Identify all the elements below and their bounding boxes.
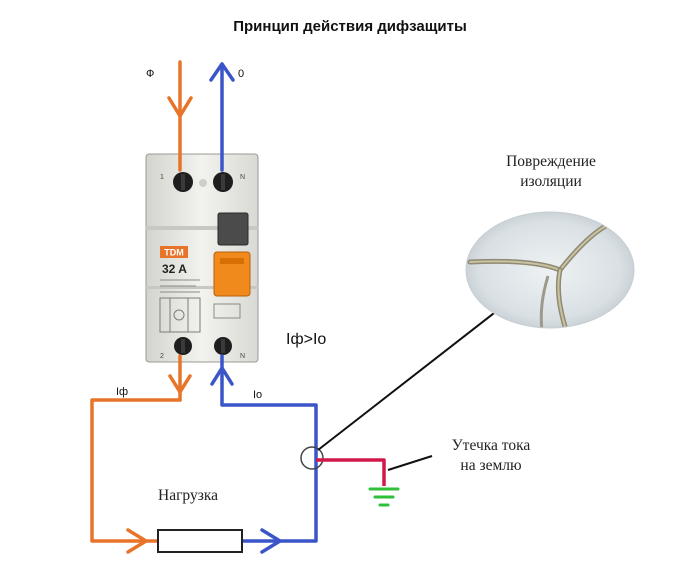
neutral-arrow-top xyxy=(209,62,235,82)
current-comparison-label: Iф>Io xyxy=(286,331,327,348)
phase-input-label: Ф xyxy=(146,68,155,80)
neutral-arrow-load xyxy=(260,528,282,554)
test-button xyxy=(217,212,249,246)
rcd-body xyxy=(145,153,259,363)
phase-arrow-load xyxy=(126,528,148,554)
neutral-current-label: Io xyxy=(253,389,263,401)
load-label: Нагрузка xyxy=(158,487,219,504)
phase-current-label: Iф xyxy=(116,386,129,398)
fault-point-marker xyxy=(300,446,324,470)
phase-arrow-top xyxy=(167,96,193,118)
terminal-label-n-bottom: N xyxy=(240,353,245,360)
terminal-label-n-top: N xyxy=(240,174,245,181)
load-resistor xyxy=(157,529,243,553)
rcd-device: TDM 32 A 1 N 2 N xyxy=(145,153,259,363)
brand-text: TDM xyxy=(164,248,184,258)
rating-text: 32 A xyxy=(162,262,187,276)
neutral-input-label: 0 xyxy=(238,68,245,80)
brand-badge xyxy=(160,246,188,258)
pointer-line-damage xyxy=(317,295,517,451)
terminal-label-2: 2 xyxy=(160,353,164,360)
ground-icon xyxy=(368,487,400,507)
neutral-return-wire xyxy=(220,354,318,543)
neutral-circuit xyxy=(220,62,318,543)
neutral-arrow-bottom xyxy=(210,366,234,386)
ground-leakage-label: Утечка тока на землю xyxy=(451,437,531,474)
phase-load-wire xyxy=(90,398,182,543)
insulation-damage-label: Повреждение изоляции xyxy=(506,153,596,190)
pointer-line-leak xyxy=(387,455,433,471)
insulation-damage-illustration xyxy=(465,211,635,329)
diagram-title: Принцип действия дифзащиты xyxy=(233,18,467,35)
leak-wire xyxy=(316,458,386,486)
phase-arrow-bottom xyxy=(168,374,192,394)
terminal-label-1: 1 xyxy=(160,174,164,181)
